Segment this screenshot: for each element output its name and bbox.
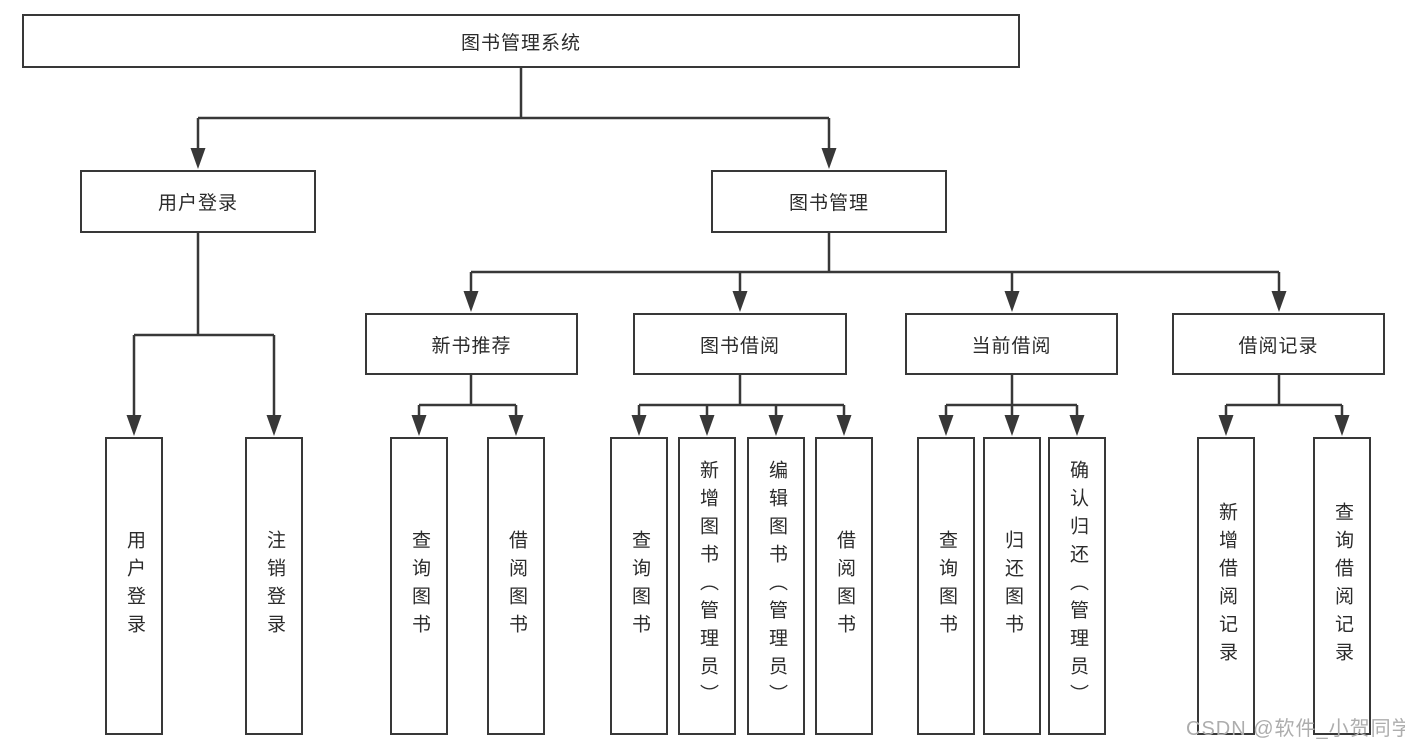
node-label: 借阅记录 xyxy=(1238,335,1319,357)
node-book-borrowing: 图书借阅 xyxy=(633,313,847,375)
leaf-borrowing-query-books: 查询图书 xyxy=(610,437,668,735)
node-user-login: 用户登录 xyxy=(80,170,316,233)
leaf-records-add-borrow-record: 新增借阅记录 xyxy=(1197,437,1255,735)
leaf-borrowing-edit-books-admin: 编辑图书（管理员） xyxy=(747,437,805,735)
leaf-current-return-books: 归还图书 xyxy=(983,437,1041,735)
leaf-current-confirm-return-admin: 确认归还（管理员） xyxy=(1048,437,1106,735)
node-label: 归还图书 xyxy=(1002,530,1023,642)
node-label: 编辑图书（管理员） xyxy=(766,460,787,712)
node-label: 新书推荐 xyxy=(431,335,512,357)
leaf-logout: 注销登录 xyxy=(245,437,303,735)
node-label: 图书管理 xyxy=(788,193,869,214)
node-current-borrowing: 当前借阅 xyxy=(905,313,1118,375)
node-label: 借阅图书 xyxy=(506,530,527,642)
node-label: 图书管理系统 xyxy=(460,32,581,54)
node-label: 查询借阅记录 xyxy=(1332,502,1353,670)
node-label: 查询图书 xyxy=(629,530,650,642)
leaf-recommend-query-books: 查询图书 xyxy=(390,437,448,735)
node-label: 借阅图书 xyxy=(834,530,855,642)
node-label: 查询图书 xyxy=(409,530,430,642)
node-book-management: 图书管理 xyxy=(711,170,947,233)
node-label: 新增借阅记录 xyxy=(1216,502,1237,670)
node-label: 确认归还（管理员） xyxy=(1067,460,1088,712)
leaf-current-query-books: 查询图书 xyxy=(917,437,975,735)
node-label: 新增图书（管理员） xyxy=(697,460,718,712)
leaf-recommend-borrow-books: 借阅图书 xyxy=(487,437,545,735)
node-label: 用户登录 xyxy=(124,530,145,642)
node-new-book-recommend: 新书推荐 xyxy=(365,313,578,375)
node-label: 当前借阅 xyxy=(971,335,1052,357)
node-root-library-system: 图书管理系统 xyxy=(22,14,1020,68)
leaf-user-login: 用户登录 xyxy=(105,437,163,735)
leaf-borrowing-borrow-books: 借阅图书 xyxy=(815,437,873,735)
node-borrow-records: 借阅记录 xyxy=(1172,313,1385,375)
csdn-watermark: CSDN @软件_小贺同学 xyxy=(1186,718,1405,740)
node-label: 用户登录 xyxy=(157,193,238,214)
node-label: 注销登录 xyxy=(264,530,285,642)
leaf-records-query-borrow-record: 查询借阅记录 xyxy=(1313,437,1371,735)
node-label: 查询图书 xyxy=(936,530,957,642)
leaf-borrowing-add-books-admin: 新增图书（管理员） xyxy=(678,437,736,735)
node-label: 图书借阅 xyxy=(699,335,780,357)
